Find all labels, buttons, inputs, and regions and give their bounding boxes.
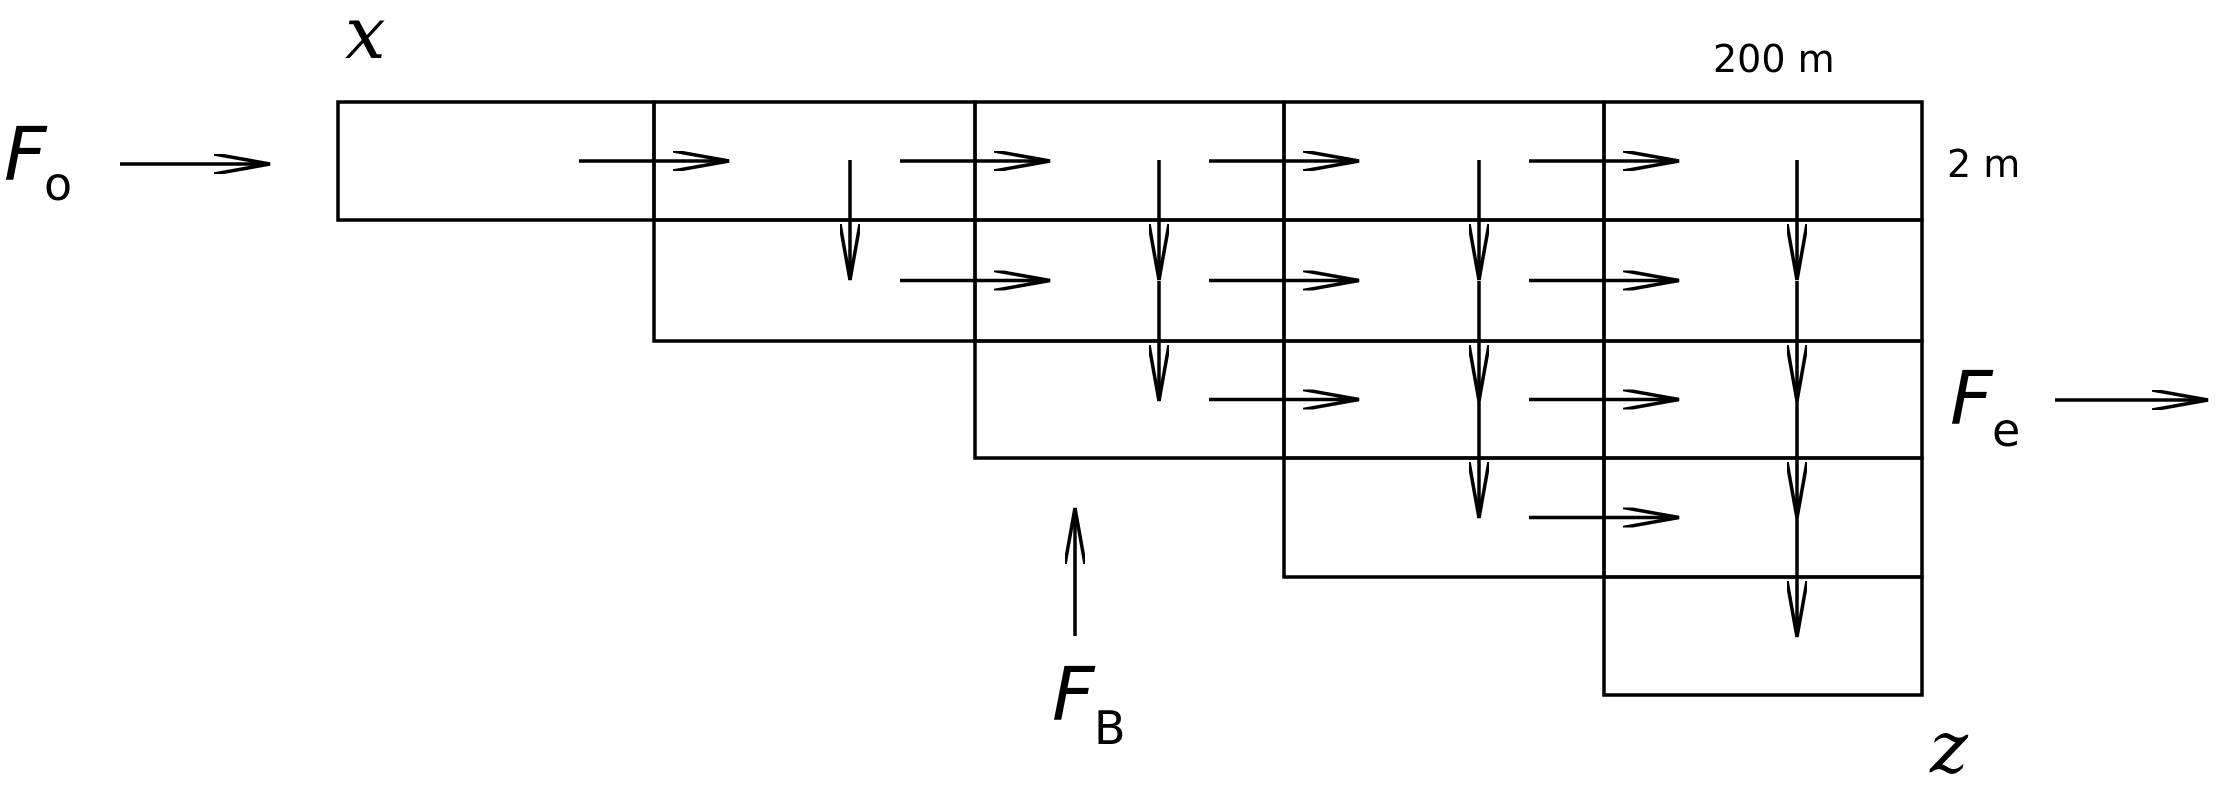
svg-text:F: F — [4, 112, 48, 198]
grid-cell — [1602, 575, 1924, 697]
bottom-flow-label: F B — [1052, 652, 1126, 755]
depth-label: 2 m — [1947, 142, 2020, 186]
grid-cells — [336, 100, 1924, 697]
length-label: 200 m — [1713, 37, 1835, 81]
flow-arrows — [579, 160, 1797, 637]
z-axis-label: z — [1929, 705, 1969, 785]
x-axis-label: x — [345, 0, 386, 75]
svg-text:B: B — [1094, 701, 1126, 755]
svg-text:o: o — [44, 157, 72, 211]
svg-text:e: e — [1992, 403, 2020, 457]
outflow-label: F e — [1950, 356, 2020, 457]
inflow-label: F o — [4, 112, 72, 211]
svg-text:F: F — [1052, 652, 1096, 738]
svg-text:F: F — [1950, 356, 1994, 442]
